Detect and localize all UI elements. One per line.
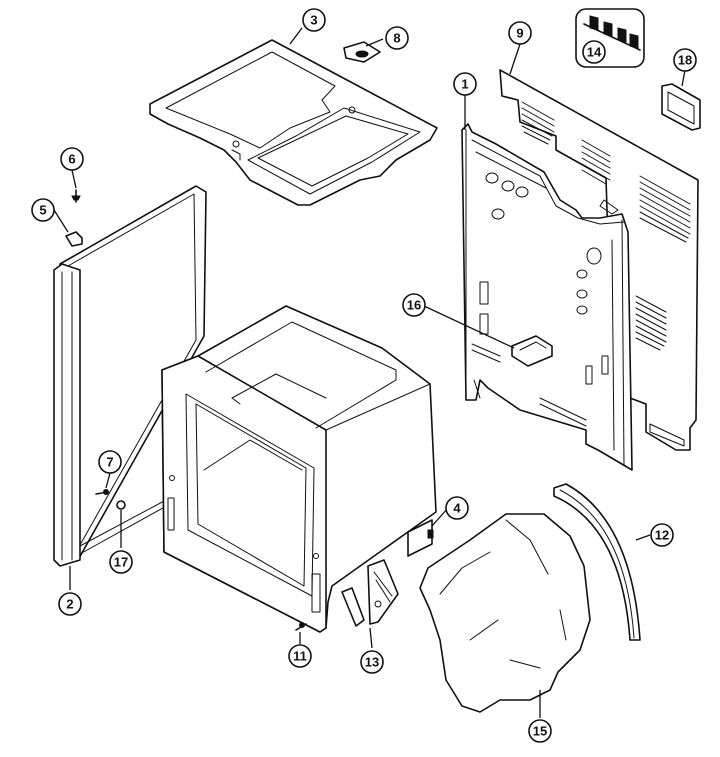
callout-circle	[302, 8, 326, 32]
side-frame-part	[53, 185, 207, 567]
top-panel-part	[149, 39, 438, 206]
callout-part-13: 13	[360, 650, 384, 674]
screw-11-part	[295, 622, 307, 631]
leader-lines	[53, 27, 686, 718]
callout-part-6: 6	[60, 147, 84, 171]
callout-number: 13	[365, 655, 379, 670]
callout-part-1: 1	[453, 72, 477, 96]
callout-part-3: 3	[302, 8, 326, 32]
callout-part-9: 9	[508, 21, 532, 45]
bracket-4-part	[407, 519, 434, 557]
callout-part-14: 14	[582, 40, 606, 64]
callout-part-18: 18	[673, 48, 697, 72]
callout-circle	[528, 719, 552, 743]
callout-circle	[360, 650, 384, 674]
callout-circle	[650, 523, 674, 547]
callout-number: 18	[678, 53, 692, 68]
callout-number: 6	[68, 152, 75, 167]
callout-part-11: 11	[288, 644, 312, 668]
callout-part-8: 8	[385, 26, 409, 50]
callout-number: 4	[453, 501, 461, 516]
callout-part-5: 5	[31, 198, 55, 222]
callout-circle	[385, 26, 409, 50]
callout-circle	[453, 72, 477, 96]
callout-circle	[582, 40, 606, 64]
callout-circle	[402, 293, 426, 317]
callout-part-16: 16	[402, 293, 426, 317]
callout-number: 5	[39, 203, 46, 218]
callout-number: 16	[407, 298, 421, 313]
callout-circle	[288, 644, 312, 668]
callout-number: 11	[293, 649, 307, 664]
screw-6-part	[71, 189, 81, 203]
callout-part-17: 17	[109, 550, 133, 574]
callout-circle	[109, 550, 133, 574]
small-clip-part	[65, 231, 83, 247]
rear-frame-part	[461, 123, 633, 471]
trim-strip-part	[553, 483, 641, 641]
callout-number: 15	[533, 724, 547, 739]
callout-number: 7	[106, 455, 113, 470]
screw-7-part	[95, 489, 109, 495]
callout-circle	[98, 450, 122, 474]
oven-cavity	[161, 305, 437, 633]
callout-circle	[445, 496, 469, 520]
callout-number: 12	[655, 528, 669, 543]
callout-circle	[508, 21, 532, 45]
callout-number: 14	[587, 45, 602, 60]
callout-circle	[58, 592, 82, 616]
callout-number: 8	[393, 31, 400, 46]
callout-part-4: 4	[445, 496, 469, 520]
callout-part-7: 7	[98, 450, 122, 474]
washer-part	[116, 500, 126, 510]
callout-number: 2	[66, 597, 73, 612]
callout-part-12: 12	[650, 523, 674, 547]
callout-part-15: 15	[528, 719, 552, 743]
callout-part-2: 2	[58, 592, 82, 616]
callout-circle	[673, 48, 697, 72]
bracket-16-part	[511, 335, 553, 367]
callout-number: 9	[516, 26, 523, 41]
callout-number: 1	[461, 77, 468, 92]
callout-circle	[60, 147, 84, 171]
callout-number: 3	[310, 13, 317, 28]
plug-part	[343, 41, 381, 63]
hinge-part	[341, 559, 399, 627]
callout-circle	[31, 198, 55, 222]
insulation-blanket-part	[419, 513, 591, 713]
square-block-part	[661, 83, 701, 131]
callout-number: 17	[114, 555, 128, 570]
